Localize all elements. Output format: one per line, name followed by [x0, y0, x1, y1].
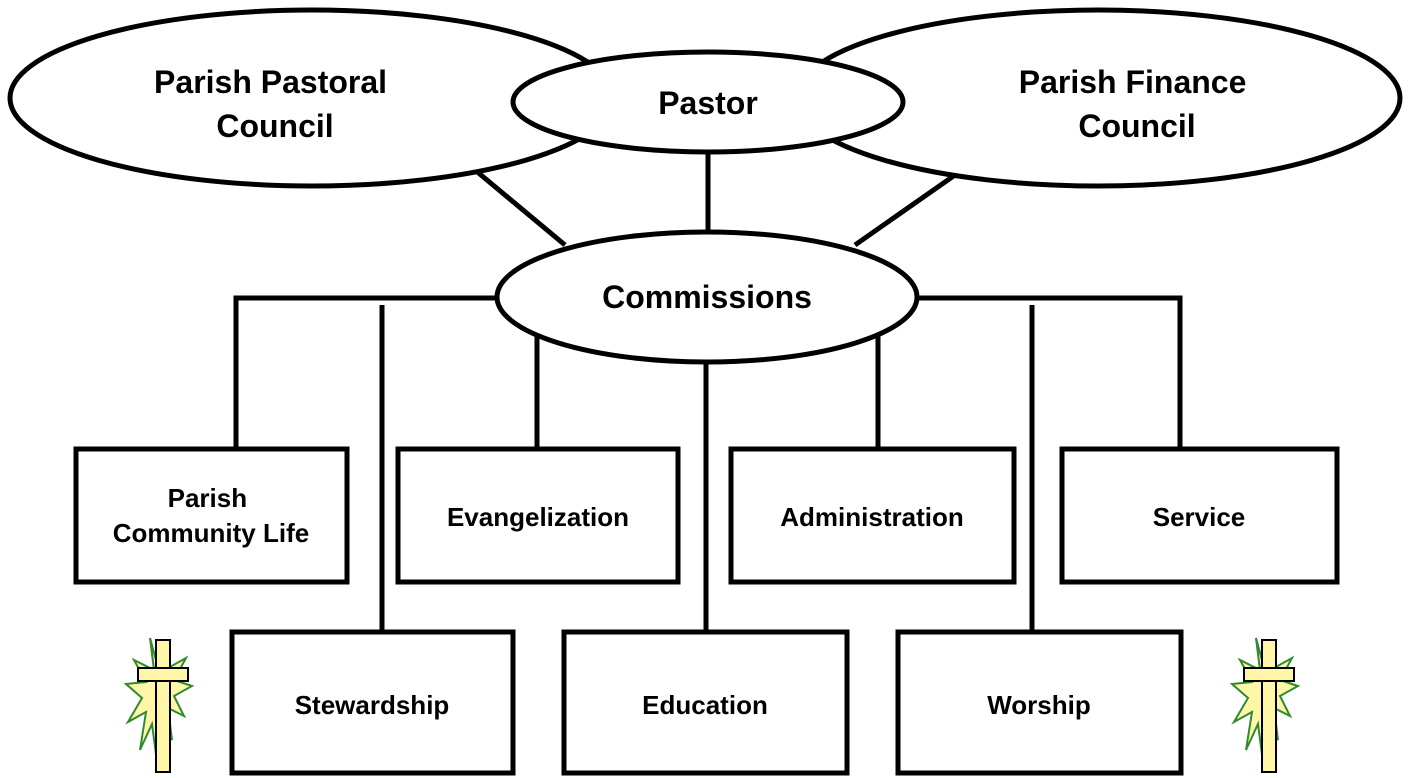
commission-box-administration: Administration [728, 446, 1017, 585]
finance-council-label-line2: Council [1078, 108, 1195, 144]
stewardship-label: Stewardship [295, 690, 450, 720]
pastoral-council-node: Parish Pastoral Council [7, 7, 617, 189]
commission-box-evangelization: Evangelization [395, 446, 681, 585]
pastor-label: Pastor [658, 85, 758, 121]
worship-label: Worship [987, 690, 1091, 720]
commission-box-community-life: Parish Community Life [73, 446, 350, 585]
finance-council-label-line1: Parish Finance [1019, 64, 1247, 100]
community-life-label-line1: Parish [168, 483, 248, 513]
pastor-node: Pastor [510, 49, 906, 155]
cross-icon [1229, 637, 1301, 773]
administration-label: Administration [780, 502, 963, 532]
connector-community-life [233, 295, 500, 450]
service-label: Service [1153, 502, 1246, 532]
cross-icon [123, 637, 195, 773]
commissions-label: Commissions [602, 279, 812, 315]
connector-service [915, 295, 1183, 450]
connectors [233, 150, 1183, 632]
finance-council-node: Parish Finance Council [793, 7, 1403, 189]
pastoral-council-label-line1: Parish Pastoral [154, 64, 387, 100]
connector-finance-to-commissions [853, 172, 957, 248]
connector-pastoral-to-commissions [473, 168, 567, 247]
svg-text:Parish Finance Council: Parish Finance Council [1019, 64, 1256, 144]
commission-box-stewardship: Stewardship [229, 629, 516, 776]
community-life-label-line2: Community Life [113, 518, 309, 548]
evangelization-label: Evangelization [447, 502, 629, 532]
svg-text:Parish Community Life: Parish Community Life [113, 483, 309, 548]
svg-text:Parish Pastoral Council: Parish Pastoral Council [154, 64, 396, 144]
commission-box-service: Service [1059, 446, 1340, 585]
education-label: Education [642, 690, 768, 720]
commission-box-education: Education [561, 629, 850, 776]
pastoral-council-label-line2: Council [216, 108, 333, 144]
commissions-node: Commissions [494, 229, 920, 365]
commission-box-worship: Worship [895, 629, 1184, 776]
